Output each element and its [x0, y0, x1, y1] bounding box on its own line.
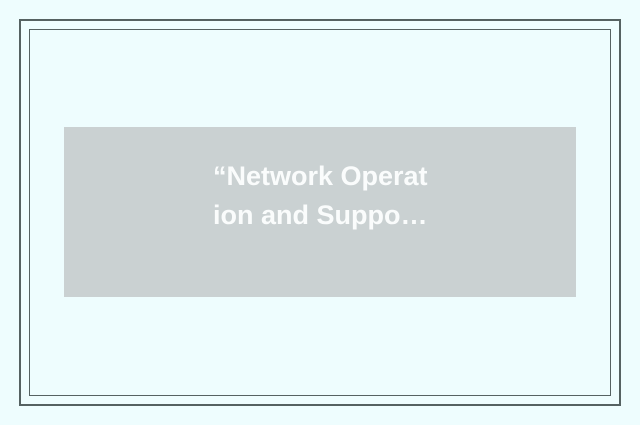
- thumbnail-title: “Network Operat ion and Suppo…: [213, 157, 428, 235]
- thumbnail-title-line-1: “Network Operat: [213, 161, 428, 191]
- outer-frame-border: [19, 19, 621, 406]
- inner-frame-border: [29, 29, 611, 396]
- thumbnail-placeholder[interactable]: “Network Operat ion and Suppo…: [64, 127, 576, 297]
- thumbnail-title-line-2: ion and Suppo…: [213, 200, 428, 230]
